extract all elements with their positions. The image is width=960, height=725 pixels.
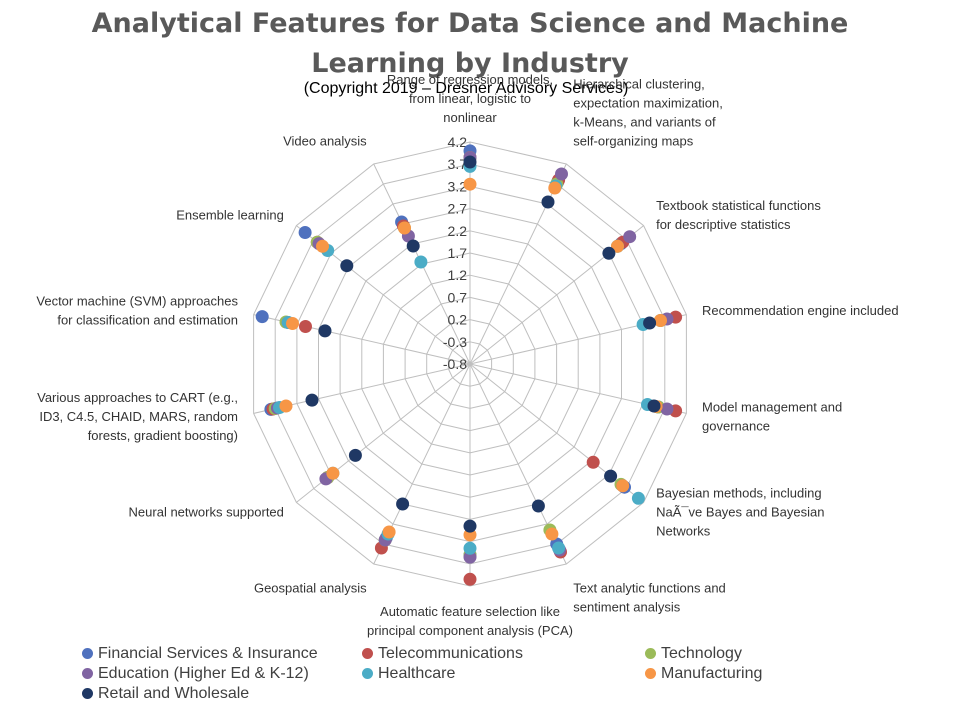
data-point [286,317,299,330]
category-label: Recommendation engine included [702,303,899,318]
legend: Financial Services & Insurance Telecommun… [82,644,942,714]
tick-label: 1.2 [448,267,468,283]
category-label: Hierarchical clustering,expectation maxi… [573,77,723,149]
category-labels: Range of regression models,from linear, … [36,72,898,638]
tick-label: -0.8 [443,356,467,372]
data-point [348,448,362,462]
data-point [616,479,630,493]
data-point [463,541,477,555]
chart-subtitle: (Copyright 2019 – Dresner Advisory Servi… [303,80,629,97]
data-point [463,155,477,169]
data-point [463,572,477,586]
tick-label: 2.7 [448,201,468,217]
data-point [463,519,477,533]
legend-label: Telecommunications [378,645,523,662]
data-point [548,181,562,195]
data-point [647,399,661,413]
data-point [406,239,420,253]
legend-label: Technology [661,645,742,662]
legend-marker [362,668,373,679]
data-point [643,316,657,330]
data-point [255,310,269,324]
category-label: Ensemble learning [176,208,284,223]
tick-label: 2.2 [448,223,468,239]
data-point [340,259,354,273]
legend-marker [82,648,93,659]
data-point [552,541,566,555]
legend-label: Healthcare [378,665,456,682]
data-point [660,402,674,416]
legend-item: Manufacturing [645,664,762,684]
data-point [541,195,555,209]
legend-item: Healthcare [362,664,455,684]
data-point [298,226,312,239]
data-point [414,255,428,269]
data-point [396,497,410,511]
data-point [463,177,477,191]
chart-title: Analytical Features for Data Science and… [91,8,849,79]
legend-item: Telecommunications [362,644,523,664]
legend-marker [645,668,656,679]
tick-label: 3.7 [448,156,468,172]
legend-item: Retail and Wholesale [82,684,249,704]
legend-label: Manufacturing [661,665,763,682]
legend-marker [82,688,93,699]
data-point [545,527,559,541]
data-point [382,525,396,539]
category-label: Range of regression models,from linear, … [387,72,553,125]
data-point [555,167,568,181]
data-point [305,393,319,407]
category-label: Neural networks supported [129,504,284,519]
tick-label: 0.2 [448,312,468,328]
legend-item: Education (Higher Ed & K-12) [82,664,309,684]
legend-marker [645,648,656,659]
radial-ticks: -0.8 -0.3 0.2 0.7 1.2 1.7 2.2 2.7 3.2 3.7 4.2 [443,134,467,372]
category-label: Video analysis [283,134,367,149]
legend-marker [362,648,373,659]
data-point [318,324,332,338]
data-point [279,399,293,413]
tick-label: 0.7 [448,289,468,305]
category-label: Various approaches to CART (e.g.,ID3, C4… [37,390,238,443]
legend-marker [82,668,93,679]
data-points [255,144,683,586]
data-point [586,455,600,469]
data-point [531,499,545,513]
radar-grid [253,141,687,587]
tick-label: 4.2 [448,134,468,150]
legend-item: Financial Services & Insurance [82,644,318,664]
tick-label: 1.7 [448,245,468,261]
legend-item: Technology [645,644,742,664]
data-point [604,469,618,483]
data-point [299,320,312,333]
legend-label: Education (Higher Ed & K-12) [98,665,309,682]
data-point [326,466,340,480]
category-label: Geospatial analysis [254,580,367,595]
data-point [316,239,329,253]
data-point [654,314,667,327]
data-point [631,491,645,505]
data-point [623,230,637,244]
data-point [398,221,411,235]
radar-chart: -0.8 -0.3 0.2 0.7 1.2 1.7 2.2 2.7 3.2 3.7 4.2 Rang… [36,72,898,638]
data-point [611,239,624,253]
data-point [602,246,616,260]
legend-label: Financial Services & Insurance [98,645,318,662]
tick-label: 3.2 [448,178,468,194]
legend-label: Retail and Wholesale [98,685,250,702]
tick-label: -0.3 [443,334,467,350]
